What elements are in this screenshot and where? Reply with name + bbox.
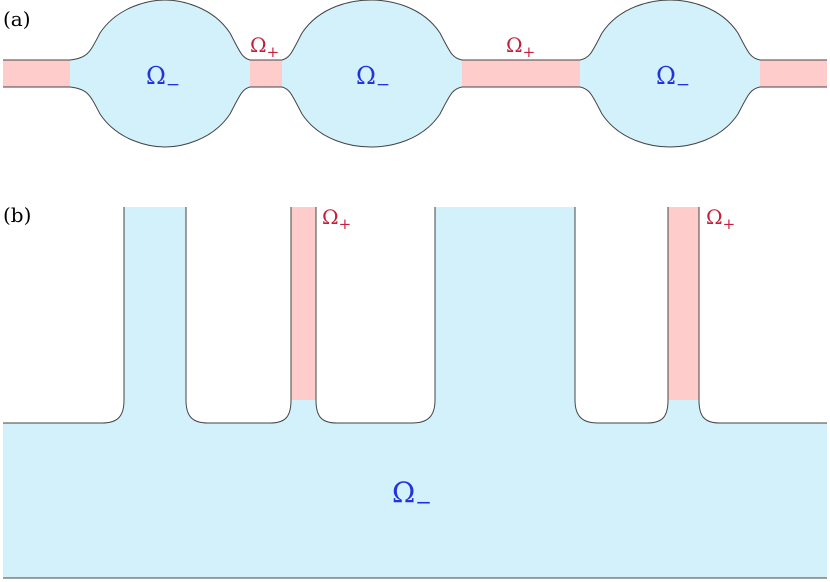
panel-b-minus-region [3, 207, 827, 578]
panel-a-plus-segment-3 [462, 60, 580, 87]
panel-b-label: (b) [3, 203, 31, 227]
panel-a-minus-label-2: Ω− [356, 62, 390, 95]
panel-b-plus-channel-1 [291, 207, 316, 400]
panel-a-plus-segment-2 [250, 60, 282, 87]
panel-a-minus-region-3 [580, 0, 760, 147]
panel-a-plus-label-1: Ω+ [250, 33, 279, 61]
panel-a-bottom-boundary [3, 86, 827, 148]
panel-a-minus-label-1: Ω− [146, 62, 180, 95]
panel-a-minus-region-1 [70, 0, 250, 147]
panel-a-top-boundary [3, 0, 827, 61]
panel-b-plus-channel-2 [668, 207, 699, 400]
panel-a-plus-segment-1 [3, 60, 70, 87]
panel-b-plus-label-2: Ω+ [706, 205, 735, 233]
panel-a-plus-label-2: Ω+ [506, 33, 535, 61]
panel-a-minus-region-2 [282, 0, 462, 147]
panel-a-label: (a) [3, 7, 31, 31]
panel-a: (a) Ω− Ω− Ω− Ω+ Ω+ [3, 0, 827, 148]
panel-b-plus-label-1: Ω+ [322, 205, 351, 233]
panel-a-minus-label-3: Ω− [656, 62, 690, 95]
panel-b-minus-label: Ω− [392, 476, 432, 514]
panel-b: (b) Ω− Ω+ Ω+ [3, 203, 827, 579]
panel-b-upper-boundary [3, 207, 827, 424]
panel-a-plus-segment-4 [760, 60, 827, 87]
